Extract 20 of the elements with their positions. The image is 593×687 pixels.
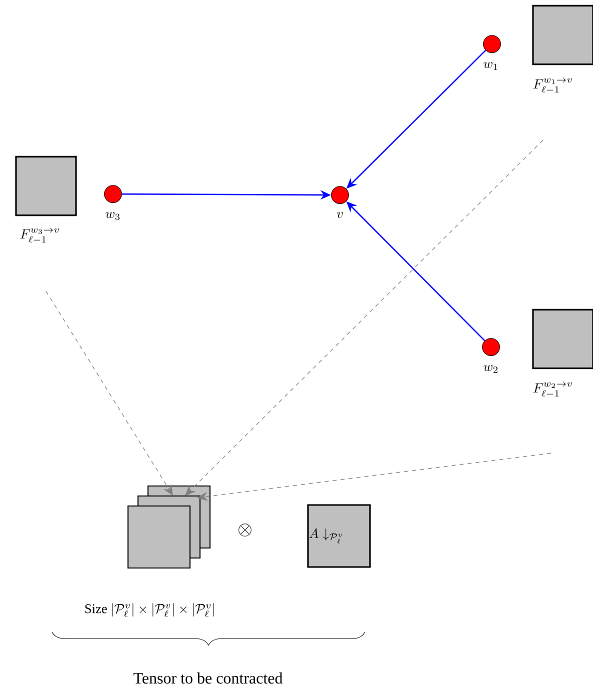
arrow [197,452,552,502]
feature-square [532,4,593,66]
feature-square [532,308,593,370]
feature-square [15,156,77,216]
graph-vertex [483,35,501,53]
size-label: $\mbox{Size }|\mathcal{P}_\ell^v|\times|\mathcal{P}_\ell^v|\times|\mathcal{P}_\ell^v|$ [85,603,214,617]
node-label: $w_2$ [484,364,498,373]
node-label: $F_{\ell-1}^{w_2\to v}$ [533,382,572,397]
matrix-box: $A\downarrow_{\mathcal{P}_\ell^v}$ [307,504,371,568]
node-label: $F_{\ell-1}^{w_3\to v}$ [20,228,59,243]
tensor-stack-drawing [127,485,211,569]
graph-vertex [482,338,500,356]
graph-vertex [104,185,122,203]
node-label: $w_3$ [106,212,120,220]
node-label: $v$ [336,212,343,218]
node-label: $w_1$ [484,62,498,70]
graph-vertex [331,186,349,204]
node-label: $F_{\ell-1}^{w_1\to v}$ [533,78,572,93]
tensor-product-symbol: $\otimes$ [238,524,252,536]
brace-label: $\mbox{Tensor to be contracted}$ [134,672,283,684]
